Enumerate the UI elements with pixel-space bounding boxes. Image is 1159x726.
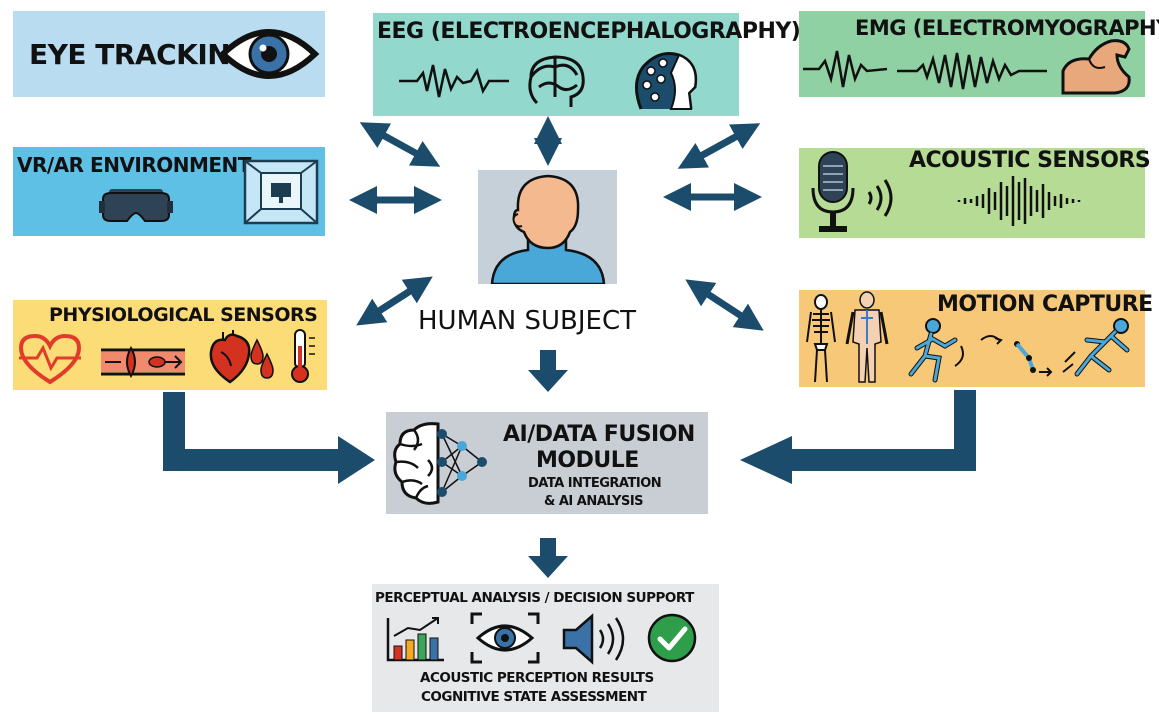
blood-drops-icon <box>250 338 274 379</box>
signal-wave-icon <box>803 50 888 88</box>
eye-focus-icon <box>470 612 540 664</box>
arrow-motion-capture <box>685 279 764 331</box>
vr-ar-panel: VR/AR ENVIRONMENT <box>13 147 325 236</box>
speaker-icon <box>562 613 625 665</box>
muscle-wave-icon <box>897 52 1047 90</box>
blood-flow-icon <box>101 345 185 379</box>
audio-waveform-icon <box>957 176 1081 226</box>
arrow-emg <box>677 123 761 169</box>
acoustic-title: ACOUSTIC SENSORS <box>909 148 1151 173</box>
arrow-eye-tracking <box>359 122 441 167</box>
skeleton-icon <box>806 294 836 383</box>
fusion-title-line2: MODULE <box>536 448 639 473</box>
output-result-line2: COGNITIVE STATE ASSESSMENT <box>421 689 647 705</box>
heart-rate-icon <box>18 333 82 385</box>
output-result-line1: ACOUSTIC PERCEPTION RESULTS <box>420 670 654 686</box>
arrow-physiological <box>356 276 433 326</box>
motion-capture-title: MOTION CAPTURE <box>937 292 1153 317</box>
heart-icon <box>209 330 251 384</box>
fusion-title-line1: AI/DATA FUSION <box>503 422 695 447</box>
eye-tracking-panel: EYE TRACKING <box>13 11 325 97</box>
physiological-panel: PHYSIOLOGICAL SENSORS <box>13 300 327 390</box>
acoustic-panel: ACOUSTIC SENSORS <box>799 148 1151 238</box>
physiological-title: PHYSIOLOGICAL SENSORS <box>49 304 318 326</box>
brainwave-icon <box>399 64 509 98</box>
emg-title: EMG (ELECTROMYOGRAPHY) <box>855 16 1159 40</box>
bar-chart-icon <box>386 617 444 662</box>
eeg-panel: EEG (ELECTROENCEPHALOGRAPHY) <box>373 13 801 116</box>
room-display-icon <box>243 159 319 225</box>
eye-icon <box>218 29 320 79</box>
arrow-motion-to-fusion <box>790 390 976 471</box>
body-anatomy-icon <box>845 291 889 383</box>
output-title: PERCEPTUAL ANALYSIS / DECISION SUPPORT <box>375 590 694 606</box>
flexed-arm-icon <box>1061 39 1131 95</box>
human-subject-card <box>478 170 617 284</box>
arrow-physio-to-fusion <box>163 392 340 471</box>
person-moving-icon <box>908 318 964 383</box>
fusion-subtitle-line2: & AI ANALYSIS <box>544 494 644 509</box>
motion-capture-panel: MOTION CAPTURE <box>799 290 1153 387</box>
sound-waves-icon <box>867 179 893 217</box>
fusion-subtitle-line1: DATA INTEGRATION <box>528 476 662 491</box>
eeg-cap-icon <box>635 52 698 110</box>
eye-tracking-title: EYE TRACKING <box>29 38 253 71</box>
check-circle-icon <box>647 613 697 663</box>
ai-brain-network-icon <box>393 422 487 505</box>
thermometer-icon <box>291 329 315 383</box>
vr-headset-icon <box>99 189 173 222</box>
human-head-icon <box>490 174 606 284</box>
joint-motion-icon <box>980 335 1053 377</box>
microphone-icon <box>811 151 855 232</box>
person-falling-icon <box>1062 318 1130 377</box>
ai-data-fusion-panel: AI/DATA FUSION MODULE DATA INTEGRATION &… <box>386 412 708 514</box>
eeg-title: EEG (ELECTROENCEPHALOGRAPHY) <box>377 19 801 44</box>
perceptual-analysis-panel: PERCEPTUAL ANALYSIS / DECISION SUPPORT A… <box>372 584 719 712</box>
brain-icon <box>528 55 585 107</box>
vr-ar-title: VR/AR ENVIRONMENT <box>17 153 251 177</box>
emg-panel: EMG (ELECTROMYOGRAPHY) <box>799 11 1159 97</box>
human-subject-label: HUMAN SUBJECT <box>418 306 637 336</box>
